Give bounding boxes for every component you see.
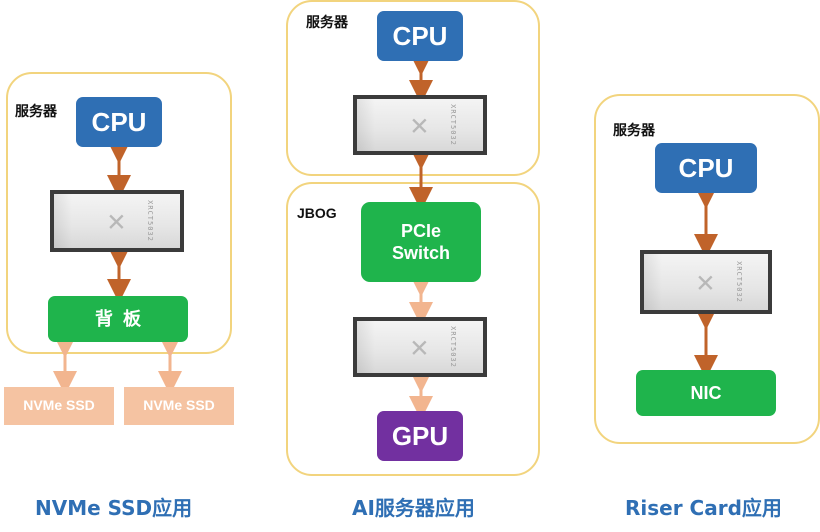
nvme-cpu-box: CPU (76, 97, 162, 147)
chip-logo-icon: ✕ (410, 107, 428, 143)
jbog-label: JBOG (297, 205, 337, 221)
pcie-switch-label-line1: PCIe (400, 220, 442, 241)
ai-caption: AI服务器应用 (352, 496, 475, 520)
riser-server-label: 服务器 (613, 123, 655, 139)
gpu-box: GPU (377, 411, 463, 461)
nvme-backplane-box: 背 板 (48, 296, 188, 342)
chip-logo-icon: ✕ (107, 203, 125, 239)
nvme-ssd-right: NVMe SSD (124, 387, 234, 425)
pcie-switch-box: PCIe Switch (361, 202, 481, 282)
pcie-switch-label-line2: Switch (391, 243, 450, 263)
ai-retimer-chip-2: ✕ XRCT5032 (353, 317, 487, 377)
nvme-caption: NVMe SSD应用 (35, 496, 193, 520)
riser-retimer-chip: ✕ XRCT5032 (640, 250, 772, 314)
ai-retimer-chip: ✕ XRCT5032 (353, 95, 487, 155)
riser-cpu-box: CPU (655, 143, 757, 193)
chip-logo-icon: ✕ (410, 329, 428, 365)
nvme-ssd-left: NVMe SSD (4, 387, 114, 425)
chip-part-number: XRCT5032 (448, 326, 457, 368)
ai-server-label: 服务器 (306, 15, 348, 31)
riser-caption: Riser Card应用 (625, 496, 782, 520)
nvme-retimer-chip: ✕ XRCT5032 (50, 190, 184, 252)
ai-cpu-box: CPU (377, 11, 463, 61)
nic-box: NIC (636, 370, 776, 416)
chip-part-number: XRCT5032 (145, 200, 154, 242)
chip-part-number: XRCT5032 (448, 104, 457, 146)
nvme-server-label: 服务器 (15, 104, 57, 120)
chip-part-number: XRCT5032 (734, 261, 743, 303)
chip-logo-icon: ✕ (696, 264, 714, 300)
